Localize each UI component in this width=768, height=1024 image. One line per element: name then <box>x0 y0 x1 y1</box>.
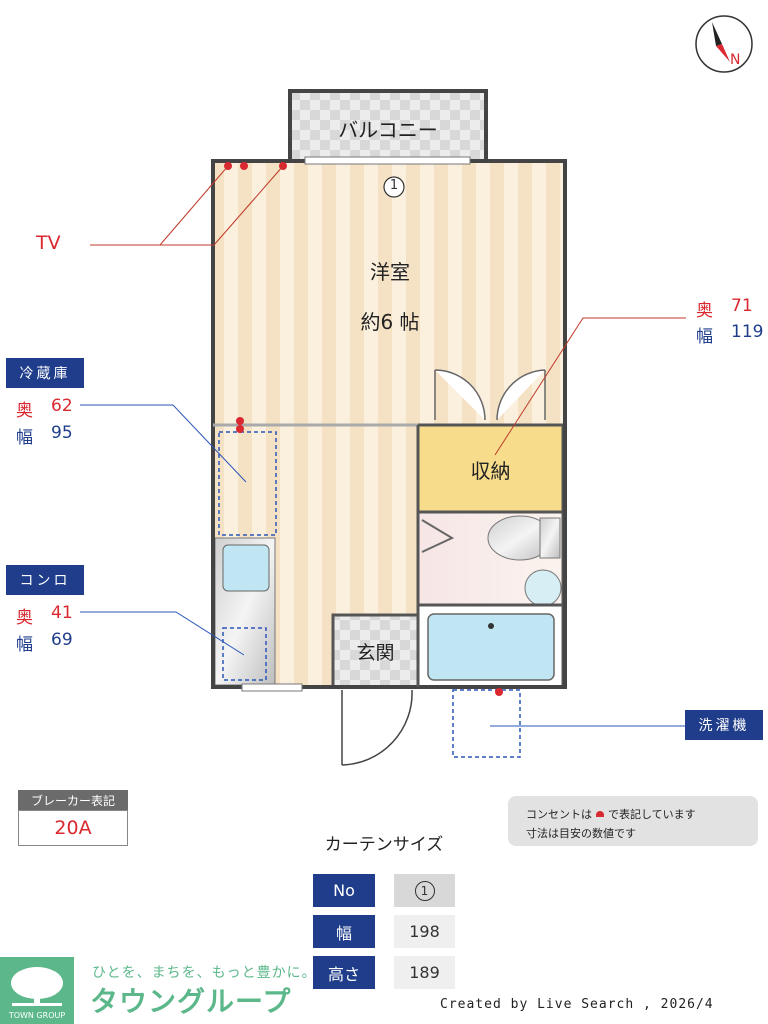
fridge-space <box>218 431 277 536</box>
depth-label: 奥 <box>16 401 33 421</box>
balcony-window <box>304 156 471 165</box>
breaker-title: ブレーカー表記 <box>18 790 128 810</box>
curtain-header-height: 高さ <box>313 956 375 989</box>
fridge-width-value: 95 <box>51 423 73 443</box>
notes-line-2: 寸法は目安の数値です <box>526 827 636 840</box>
brand-logo: TOWN GROUP <box>0 957 74 1024</box>
breaker-value: 20A <box>18 810 128 846</box>
folding-door <box>421 519 455 553</box>
balcony <box>288 89 488 163</box>
closet-door-right <box>496 369 546 421</box>
stove-leader <box>80 611 245 656</box>
depth-label: 奥 <box>16 608 33 628</box>
storage-area <box>416 423 565 514</box>
kitchen-window <box>241 683 303 692</box>
outlet-marker <box>236 417 244 425</box>
compass: N <box>694 14 754 74</box>
curtain-marker-circle <box>383 176 405 198</box>
storage-width: 幅 119 <box>696 322 763 347</box>
fridge-depth: 奥 62 <box>16 396 73 421</box>
fridge-label: 冷蔵庫 <box>6 358 84 388</box>
tv-leader <box>159 165 229 246</box>
notes-line-1: コンセントは で表記しています <box>526 806 696 822</box>
fridge-leader <box>80 404 247 483</box>
stove-depth: 奥 41 <box>16 603 73 628</box>
floor-plan <box>80 89 686 766</box>
washer-space <box>452 689 521 758</box>
logo-text: TOWN GROUP <box>8 1011 66 1020</box>
width-label: 幅 <box>16 428 33 448</box>
stove-width: 幅 69 <box>16 630 73 655</box>
curtain-no-cell: 1 <box>394 874 455 907</box>
tv-leader <box>213 165 284 246</box>
closet-door-left <box>434 369 486 421</box>
storage-label: 収納 <box>470 459 511 483</box>
tagline: ひとを、まちを、もっと豊かに。 <box>92 965 317 981</box>
entrance-door <box>341 689 413 766</box>
curtain-header-width: 幅 <box>313 915 375 948</box>
entrance-label: 玄関 <box>356 642 395 664</box>
compass-north-label: N <box>730 52 740 68</box>
storage-width-value: 119 <box>731 322 764 342</box>
curtain-no-value: 1 <box>414 880 435 901</box>
bathtub <box>427 613 555 681</box>
bath-drain <box>488 623 494 629</box>
sink <box>222 544 270 592</box>
wash-basin <box>524 569 562 607</box>
width-label: 幅 <box>16 635 33 655</box>
washer-label: 洗濯機 <box>685 710 763 740</box>
width-label: 幅 <box>696 327 713 347</box>
notes-line1-pre: コンセントは <box>526 808 592 821</box>
stove-label: コンロ <box>6 565 84 595</box>
notes-line1-post: で表記しています <box>608 808 696 821</box>
storage-leader <box>494 317 686 456</box>
western-room-floor <box>213 161 565 425</box>
stove-depth-value: 41 <box>51 603 73 623</box>
brand-name: タウングループ <box>90 985 292 1018</box>
notes-box: コンセントは で表記しています 寸法は目安の数値です <box>508 796 758 846</box>
western-room-label: 洋室 <box>370 260 410 284</box>
outlet-marker <box>236 425 244 433</box>
storage-depth-value: 71 <box>731 296 753 316</box>
fridge-depth-value: 62 <box>51 396 73 416</box>
storage-depth: 奥 71 <box>696 296 753 321</box>
curtain-title: カーテンサイズ <box>324 835 444 855</box>
curtain-header-no: No <box>313 874 375 907</box>
balcony-label: バルコニー <box>338 118 438 142</box>
stove-width-value: 69 <box>51 630 73 650</box>
curtain-marker-label: 1 <box>389 178 399 193</box>
outlet-marker <box>495 688 503 696</box>
outlet-marker <box>240 162 248 170</box>
tree-icon <box>11 967 63 1006</box>
compass-icon: N <box>695 15 753 73</box>
toilet-tank <box>539 517 561 559</box>
credit: Created by Live Search , 2026/4 <box>440 997 714 1012</box>
fridge-width: 幅 95 <box>16 423 73 448</box>
outlet-legend-icon <box>596 811 604 817</box>
curtain-height-value: 189 <box>394 956 455 989</box>
tv-label: TV <box>36 232 61 254</box>
curtain-width-value: 198 <box>394 915 455 948</box>
stove-space <box>222 627 267 681</box>
western-room-size: 約6 帖 <box>360 310 420 334</box>
depth-label: 奥 <box>696 301 713 321</box>
